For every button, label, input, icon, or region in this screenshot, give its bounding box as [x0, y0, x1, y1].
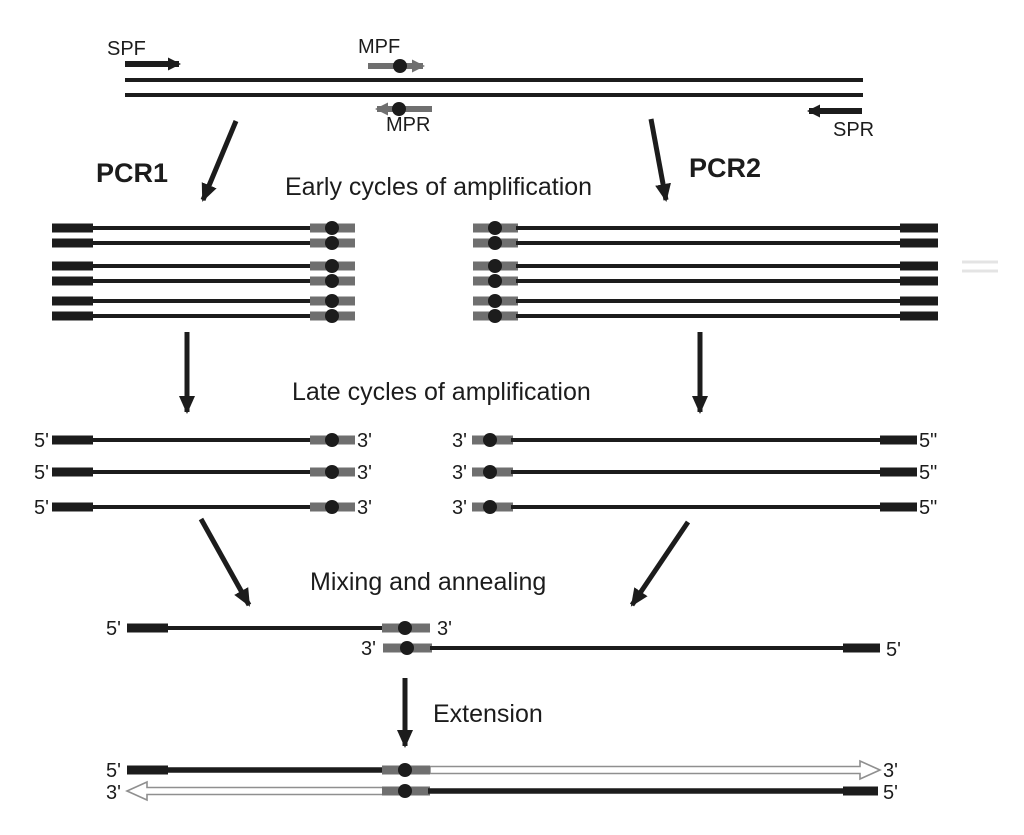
- end-label-3prime: 3': [357, 430, 372, 452]
- early-cycles-caption: Early cycles of amplification: [285, 173, 592, 201]
- pcr2-branch-arrow: [648, 118, 671, 202]
- pcr1-amplicon-strand: [52, 294, 355, 308]
- annealed-bottom-strand: 3' 5': [361, 638, 901, 661]
- end-label-5prime: 5": [919, 462, 937, 484]
- pcr1-amplicon-strand: [52, 274, 355, 288]
- primer-mpf-label: MPF: [358, 36, 400, 58]
- pcr1-late-products: 5' 3' 5' 3' 5' 3': [34, 430, 372, 519]
- pcr1-amplicon-strand: [52, 236, 355, 250]
- primer-spf-label: SPF: [107, 38, 146, 60]
- pcr1-branch-arrow: [200, 120, 239, 202]
- end-label-3prime: 3': [357, 462, 372, 484]
- pcr1-early-products: [52, 221, 355, 323]
- mutation-site-dot: [398, 763, 412, 777]
- pcr2-amplicon-strand: [473, 294, 938, 308]
- mutation-site-dot: [393, 59, 407, 73]
- extended-bottom-strand: 3' 5': [106, 780, 898, 804]
- pcr2-amplicon-strand: [473, 259, 938, 273]
- pcr1-amplicon-strand: [52, 259, 355, 273]
- mixing-stage: Mixing and annealing 5' 3' 3' 5': [106, 517, 901, 661]
- end-label-5prime: 5': [34, 462, 49, 484]
- primer-spr-label: SPR: [833, 119, 874, 141]
- pcr2-amplicon-strand: [473, 309, 938, 323]
- late-cycles-caption: Late cycles of amplification: [292, 378, 591, 406]
- end-label-5prime: 5': [34, 497, 49, 519]
- end-label-5prime: 5': [886, 639, 901, 661]
- end-label-5prime: 5": [919, 430, 937, 452]
- pcr2-amplicon-strand: [473, 236, 938, 250]
- mutation-site-dot: [398, 784, 412, 798]
- extension-stage: Extension 5' 3' 3' 5': [106, 678, 898, 804]
- pcr2-ss-strand: [472, 433, 917, 447]
- end-label-3prime: 3': [883, 760, 898, 782]
- end-label-5prime: 5': [106, 760, 121, 782]
- extended-top-strand: 5' 3': [106, 759, 898, 782]
- early-stage-header: PCR1 PCR2 Early cycles of amplification: [96, 118, 761, 202]
- end-label-5prime: 5': [34, 430, 49, 452]
- pcr2-early-products: [473, 221, 998, 323]
- end-label-3prime: 3': [452, 497, 467, 519]
- template-section: SPF MPF MPR SPR: [107, 36, 874, 141]
- mixing-caption: Mixing and annealing: [310, 568, 546, 596]
- pcr2-ss-strand: [472, 500, 917, 514]
- end-label-5prime: 5": [919, 497, 937, 519]
- late-stage-header: Late cycles of amplification: [179, 332, 708, 414]
- extension-open-arrow-left: [125, 780, 385, 802]
- pcr1-amplicon-strand: [52, 221, 355, 235]
- end-label-5prime: 5': [883, 782, 898, 804]
- end-label-3prime: 3': [437, 618, 452, 640]
- pcr2-ss-strand: [472, 465, 917, 479]
- mix-left-arrow: [198, 517, 252, 607]
- mutation-site-dot: [392, 102, 406, 116]
- end-label-3prime: 3': [452, 430, 467, 452]
- annealed-top-strand: 5' 3': [106, 618, 452, 640]
- pcr1-ss-strand: [52, 433, 355, 447]
- pcr2-label: PCR2: [689, 153, 761, 183]
- mutation-site-dot: [398, 621, 412, 635]
- end-label-3prime: 3': [361, 638, 376, 660]
- pcr2-amplicon-strand: [473, 274, 938, 288]
- pcr1-ss-strand: [52, 465, 355, 479]
- pcr1-ss-strand: [52, 500, 355, 514]
- primer-mpr-label: MPR: [386, 114, 430, 136]
- mix-right-arrow: [629, 520, 691, 607]
- pcr2-amplicon-strand: [473, 221, 938, 235]
- pcr1-amplicon-strand: [52, 309, 355, 323]
- end-label-3prime: 3': [452, 462, 467, 484]
- extension-open-arrow-right: [429, 759, 882, 781]
- end-label-5prime: 5': [106, 618, 121, 640]
- end-label-3prime: 3': [106, 782, 121, 804]
- pcr2-late-products: 3' 5" 3' 5" 3' 5": [452, 430, 937, 519]
- mutation-site-dot: [400, 641, 414, 655]
- pcr1-label: PCR1: [96, 158, 168, 188]
- end-label-3prime: 3': [357, 497, 372, 519]
- extension-caption: Extension: [433, 700, 543, 728]
